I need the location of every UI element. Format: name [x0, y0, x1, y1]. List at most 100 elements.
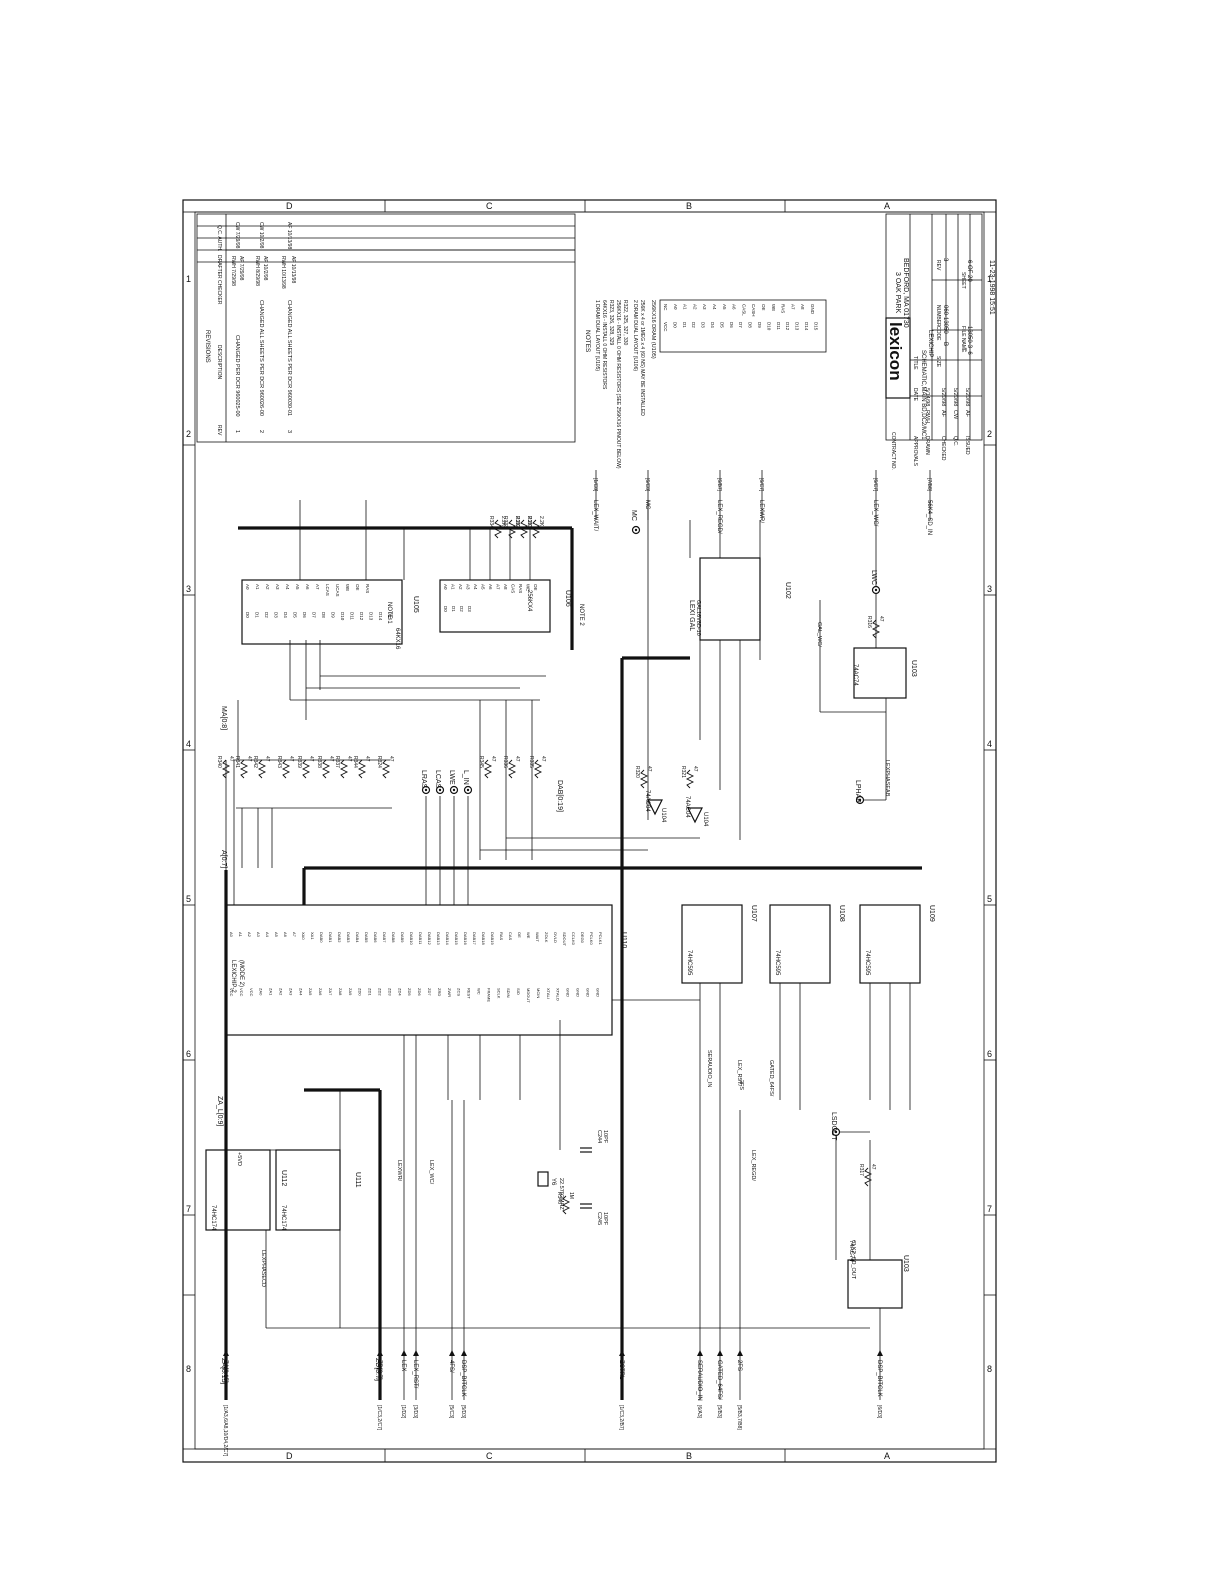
resistor-val-11: 47	[540, 756, 546, 762]
u112-part: 74HC174	[210, 1205, 216, 1231]
pinout-left-pin-11: WE	[771, 304, 776, 311]
u110-left-pin-1: VCC	[239, 988, 244, 997]
rev-row-1-qc: CW 7/29/98	[234, 222, 240, 249]
u110-right-pin-32: OE	[517, 932, 522, 938]
zone-col-4-right: 4	[987, 739, 992, 749]
resistor-val-8: 47	[388, 756, 394, 762]
resistor-val-2: 47	[264, 756, 270, 762]
number-value: 060-13050	[942, 305, 948, 334]
resistor-r345	[483, 759, 493, 779]
u110-left-pin-4: ZA1	[269, 988, 274, 996]
chip-u109: 74HC595 U109	[859, 904, 935, 984]
resistor-r316	[871, 619, 881, 639]
u110-left-pin-13: ZD0	[358, 988, 363, 996]
net-label-6: LEX_RST/	[736, 1060, 742, 1086]
u106-left-pin-4: A4	[473, 584, 478, 590]
zone-row-c-top: C	[486, 201, 493, 211]
offpage-right-ref-3: [6/C7]	[758, 478, 764, 492]
u105-right-pin-0: D0	[245, 612, 250, 618]
net-label-7: 2FS	[738, 1080, 744, 1090]
offpage-left-labels: ZA[0:15][1/A3,6/A8,10/D4,2/C7]ZD[0:7][1/…	[222, 1350, 883, 1457]
port-dot-5	[874, 588, 878, 592]
offpage-left-arrow-1	[377, 1350, 383, 1356]
checked-date: 5/20/98	[940, 388, 946, 406]
notes-title: NOTES	[584, 330, 591, 353]
u110-left-pin-8: ZA5	[308, 988, 313, 996]
chip-u111: 74HC174 U111	[275, 1149, 361, 1231]
resistor-r335	[533, 759, 543, 779]
y6-ref: Y6	[550, 1178, 556, 1186]
zone-row-d-top: D	[286, 201, 293, 211]
zone-col-4-left: 4	[186, 739, 191, 749]
resistor-ref-9: R345	[478, 756, 484, 768]
print-timestamp: 11-23-1998 15:51	[988, 260, 995, 315]
u105-left-pin-12: RAS	[365, 584, 370, 593]
resistor-r331	[531, 519, 541, 539]
issued-name: AF	[964, 410, 970, 418]
u110-sub: (MODE 2)	[238, 960, 244, 987]
resistor-val-5: 47	[328, 756, 334, 762]
resistor-r344	[357, 759, 367, 779]
u110-left-pin-21: ZRD	[437, 988, 442, 996]
bus-a: A[0:7]	[220, 850, 227, 868]
u106-left-pin-10: RAS	[518, 584, 523, 593]
offpage-left-net-6: ZCTRL	[618, 1360, 624, 1380]
resistor-val-10: 47	[514, 756, 520, 762]
pinout-right-pin-15: D14	[804, 322, 809, 331]
resistor-ref-0: R340	[216, 756, 222, 768]
u106-right-pin-3: D3	[467, 606, 472, 612]
qc-label: Q.C.	[952, 436, 958, 446]
pinout-left-pin-14: A8	[800, 304, 805, 310]
net-label-11: +5VD	[236, 1152, 242, 1166]
offpage-left-ref-1: [1/C3,2/C7]	[376, 1405, 382, 1431]
revisions-table: REVISIONS REV DESCRIPTION DRAFTER CHECKE…	[196, 213, 576, 443]
u110-right-pin-4: A4	[265, 932, 270, 938]
u110-left-pin-35: GND	[576, 988, 581, 997]
u110-right-pin-16: DAB6	[373, 932, 378, 943]
resistor-ref-3: R343	[276, 756, 282, 768]
pinout-left-pin-0: NC	[663, 304, 668, 311]
u111-part: 74HC174	[280, 1205, 286, 1231]
port-label-2: LWE	[448, 770, 455, 785]
resistor-r339	[301, 759, 311, 779]
offpage-left-arrow-2	[401, 1350, 407, 1356]
u105-right-pin-1: D1	[255, 612, 260, 618]
u110-right-pin-21: DAB11	[418, 932, 423, 945]
u106-left-pin-9: CAS	[511, 584, 516, 593]
u110-right-pin-23: DAB13	[436, 932, 441, 945]
resistor-r341	[239, 759, 249, 779]
zone-col-8-right: 8	[987, 1364, 992, 1374]
u110-left-pin-25: WC	[477, 988, 482, 995]
resistor-ref-13: R321	[680, 766, 686, 778]
bus-labels: MA[0:8] A[0:7] DAB[0:19] ZA_L[0:9] ZA[0:…	[216, 706, 563, 1385]
drawn-name: RWH	[924, 410, 930, 423]
u110-left-pin-26: FRAME	[486, 988, 491, 1002]
u103a-part: 74AC74	[852, 664, 858, 686]
port-dot-2	[452, 788, 456, 792]
drawn-label: DRAWN	[924, 436, 930, 455]
pinout-right-pin-12: D11	[776, 322, 781, 330]
u110-right-pin-40: PCLK0	[589, 932, 594, 945]
net-label-1: LEXWR/	[396, 1160, 402, 1182]
u110-left-pin-19: ZD6	[417, 988, 422, 996]
offpage-left-arrow-7	[697, 1350, 703, 1356]
rev-row-3-qc: AF 10/13/98	[286, 222, 292, 249]
u110-left-pin-20: ZD7	[427, 988, 432, 996]
rev-col-drafter: DRAFTER CHECKER	[216, 255, 222, 305]
u106-part: 256KX4	[526, 590, 532, 612]
issued-label: ISSUED	[964, 436, 970, 455]
u110-right-pin-22: DAB12	[427, 932, 432, 945]
resistor-val-18: 2.2K	[526, 516, 532, 527]
offpage-left-ref-5: [5/D3]	[460, 1405, 466, 1419]
u106-left-pin-5: A5	[481, 584, 486, 590]
u105-right-pin-15: D15	[388, 612, 393, 621]
u107-part: 74HC595	[686, 950, 692, 976]
u104b-part: 74AC04	[684, 796, 690, 818]
cap-c245: C245 10PF	[580, 1203, 608, 1226]
chip-u103b: 74AC74 U103	[847, 1240, 909, 1309]
pinout-left-pin-3: A2	[692, 304, 697, 310]
